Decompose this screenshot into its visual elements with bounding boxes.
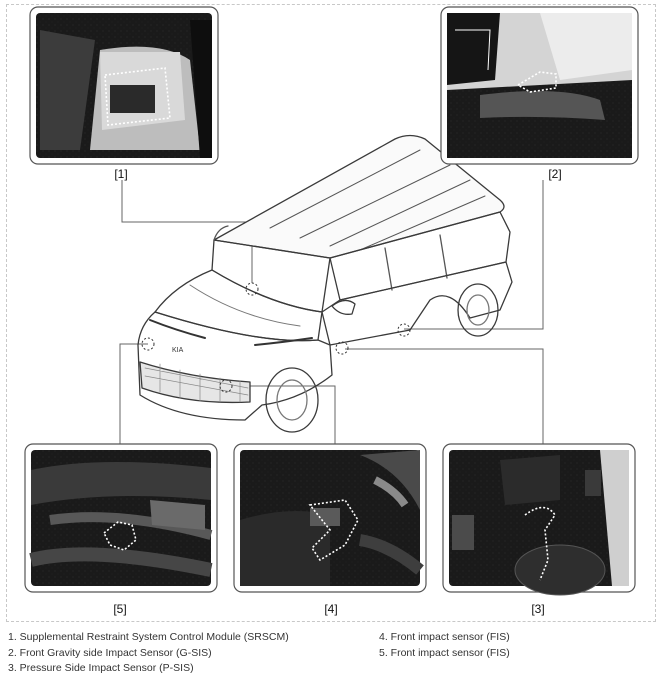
photo-panel-1 — [29, 6, 219, 165]
panel-label-2: [2] — [548, 167, 562, 181]
legend-column-left: 1. Supplemental Restraint System Control… — [8, 630, 289, 677]
car-rear-wheel — [457, 283, 499, 337]
panel-label-5: [5] — [113, 602, 127, 616]
leader-line-4 — [226, 385, 336, 444]
highlight-fis-5 — [102, 521, 137, 551]
leader-line-1 — [121, 180, 253, 283]
highlight-fis-4 — [308, 499, 359, 562]
legend-column-right: 4. Front impact sensor (FIS) 5. Front im… — [379, 630, 510, 661]
car-front-fascia — [137, 311, 333, 421]
legend-item-2: 2. Front Gravity side Impact Sensor (G-S… — [8, 646, 212, 659]
panel-label-4: [4] — [324, 602, 338, 616]
car-body-side — [321, 261, 513, 346]
legend-item-1: 1. Supplemental Restraint System Control… — [8, 631, 289, 643]
legend-item-5: 5. Front impact sensor (FIS) — [379, 646, 510, 659]
photo-panel-2 — [440, 6, 639, 165]
car-side-windows — [329, 211, 511, 301]
highlight-gsis — [516, 71, 557, 93]
leader-line-5 — [119, 343, 148, 444]
marker-3 — [335, 341, 349, 355]
car-grille — [139, 361, 251, 404]
car-front-wheel — [265, 367, 319, 433]
sensor-markers — [141, 282, 411, 393]
legend-item-3: 3. Pressure Side Impact Sensor (P-SIS) — [8, 662, 194, 674]
panel-label-3: [3] — [531, 602, 545, 616]
photo-panel-5 — [24, 443, 218, 593]
photo-panel-3 — [442, 443, 636, 596]
photo-panel-4 — [233, 443, 427, 593]
car-illustration: KIA — [137, 134, 513, 433]
car-roof — [213, 134, 505, 259]
marker-4 — [219, 379, 233, 393]
leader-line-3 — [345, 348, 544, 444]
marker-5 — [141, 337, 155, 351]
panel-label-1: [1] — [114, 167, 128, 181]
highlight-psis — [524, 506, 556, 581]
marker-2 — [397, 323, 411, 337]
marker-1 — [245, 282, 259, 296]
car-headlight-left — [149, 319, 206, 339]
diagram-frame — [6, 4, 656, 622]
car-headlight-right — [254, 337, 313, 346]
highlight-srscm — [104, 67, 171, 126]
legend-item-4: 4. Front impact sensor (FIS) — [379, 631, 510, 643]
leader-line-2 — [404, 180, 544, 330]
svg-text:KIA: KIA — [172, 347, 184, 354]
car-mirror — [331, 299, 356, 315]
